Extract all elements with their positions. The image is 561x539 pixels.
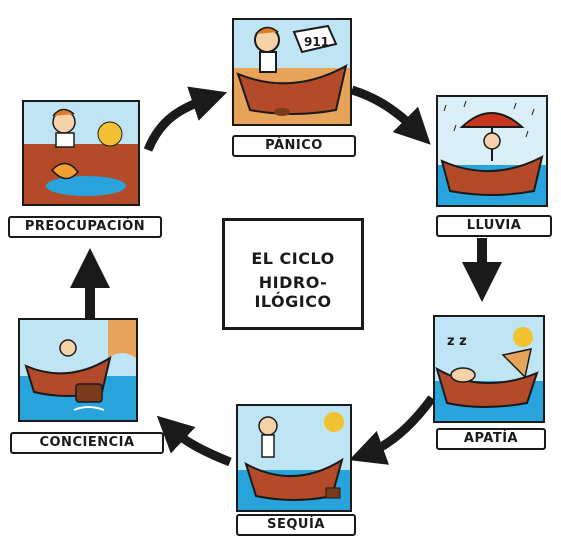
panel-preocupacion bbox=[22, 100, 140, 206]
panel-apatia: z z bbox=[433, 315, 545, 423]
sleeping-boat-icon: z z bbox=[433, 315, 545, 423]
dry-boat-icon bbox=[236, 404, 352, 512]
arrow-apatia-to-sequia bbox=[349, 395, 436, 465]
phone-callout-text: 911 bbox=[304, 35, 329, 49]
label-conciencia: CONCIENCIA bbox=[10, 432, 164, 454]
arrow-sequia-to-conciencia bbox=[156, 415, 232, 467]
arrow-panico-to-lluvia bbox=[350, 85, 431, 145]
label-sequia: SEQUÍA bbox=[236, 514, 356, 536]
arrow-preocupacion-to-panico bbox=[143, 86, 228, 152]
title-box: EL CICLO HIDRO-ILÓGICO bbox=[222, 218, 364, 330]
panel-conciencia bbox=[18, 318, 138, 422]
title-line-1: EL CICLO bbox=[251, 249, 335, 268]
label-lluvia: LLUVIA bbox=[436, 215, 552, 237]
title-line-2: HIDRO-ILÓGICO bbox=[254, 273, 332, 311]
rain-umbrella-boat-icon bbox=[436, 95, 548, 207]
panel-panico: 911 bbox=[232, 18, 352, 126]
panel-sequia bbox=[236, 404, 352, 512]
label-apatia: APATÍA bbox=[436, 428, 546, 450]
panic-boat-phone-icon: 911 bbox=[232, 18, 352, 126]
label-panico: PÁNICO bbox=[232, 135, 356, 157]
label-preocupacion: PREOCUPACIÓN bbox=[8, 216, 162, 238]
svg-text:z z: z z bbox=[447, 334, 467, 349]
panel-lluvia bbox=[436, 95, 548, 207]
worried-dry-lake-icon bbox=[22, 100, 140, 206]
sinking-boat-icon bbox=[18, 318, 138, 422]
